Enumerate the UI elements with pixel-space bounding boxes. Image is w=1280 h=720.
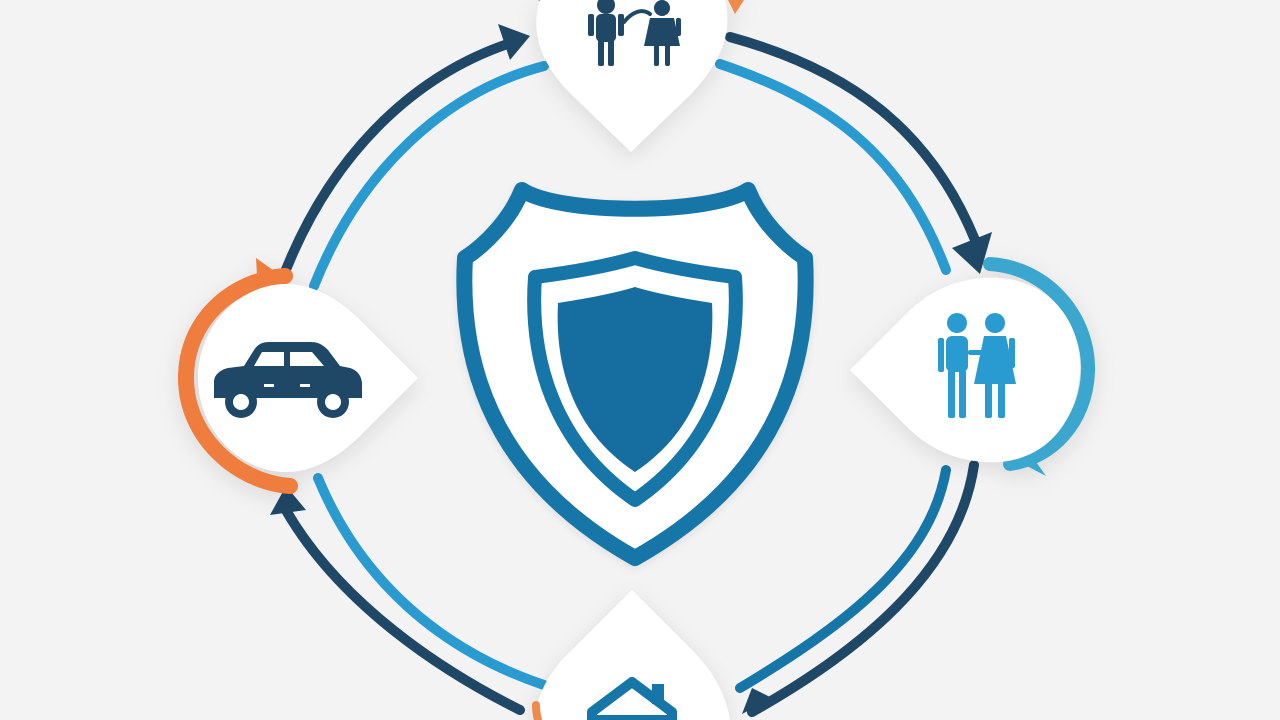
node-home [532, 590, 730, 720]
arrowhead-bottom-right [742, 688, 772, 714]
node-couple-ring [983, 257, 1096, 471]
node-family-ring-right [728, 0, 744, 14]
arc-top-right-outer [725, 32, 980, 245]
couple-icon [938, 313, 1016, 418]
arc-bottom-left-inner [313, 473, 549, 690]
node-family-card [536, 0, 728, 152]
arc-top-left-inner [309, 61, 549, 291]
arc-top-right-inner [715, 59, 951, 275]
arrowhead-top-right [952, 232, 992, 274]
arc-top-left-outer [275, 35, 525, 290]
cycle-arcs [270, 24, 992, 717]
arrowhead-bottom-left [270, 486, 306, 515]
arc-bottom-left-outer [278, 500, 525, 715]
node-couple [850, 257, 1096, 476]
arc-bottom-right-outer [747, 460, 979, 717]
car-icon [214, 342, 362, 418]
node-home-card [534, 590, 730, 720]
family-icon [588, 0, 681, 66]
node-car-ring-arrow [256, 258, 290, 292]
house-icon [587, 677, 677, 720]
shield-core [557, 287, 713, 472]
arc-bottom-right-inner [735, 465, 951, 693]
node-family [536, 0, 744, 152]
center-shield [456, 182, 814, 566]
node-car-ring [177, 268, 298, 494]
node-home-ring [532, 701, 542, 720]
arrowhead-top-left [498, 24, 530, 60]
